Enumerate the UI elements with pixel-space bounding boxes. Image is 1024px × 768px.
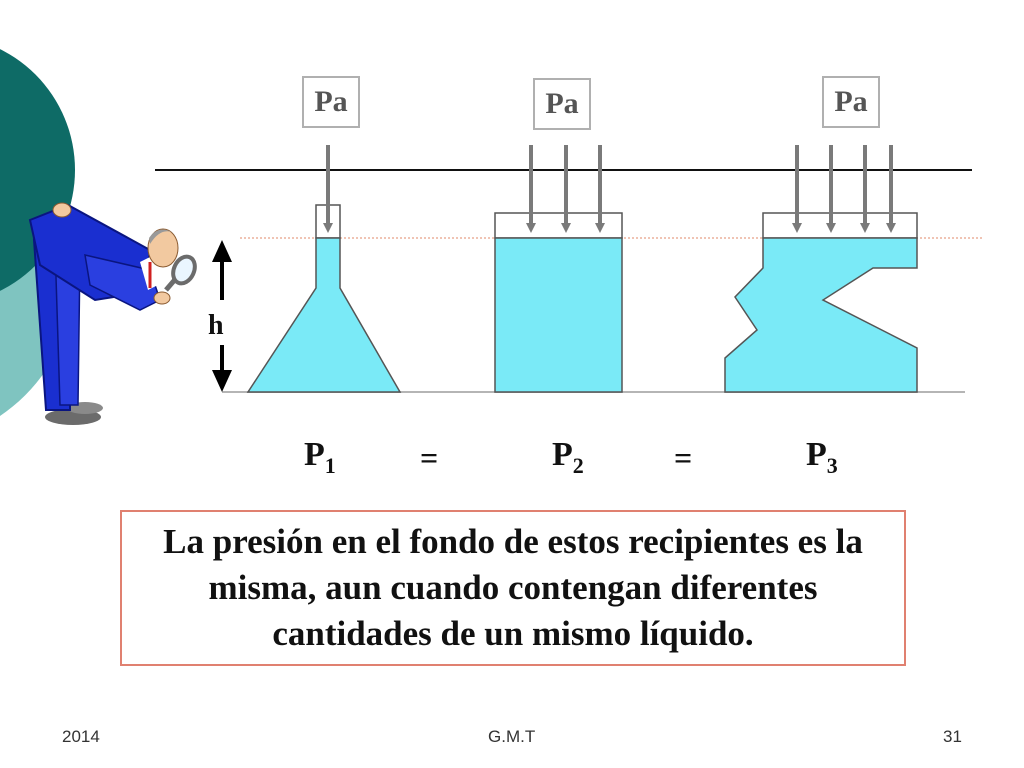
pressure-label-2: Pa (533, 78, 591, 130)
equals-sign-2: = (674, 440, 693, 476)
p2-subscript: 2 (572, 453, 584, 478)
caption-text: La presión en el fondo de estos recipien… (163, 522, 863, 653)
pressure-arrows-2 (526, 145, 605, 233)
footer-page-number: 31 (943, 727, 962, 746)
p2-letter: P (552, 436, 573, 473)
container-1 (246, 204, 402, 393)
container-3 (724, 212, 918, 393)
p3-letter: P (806, 436, 827, 473)
inspector-illustration (28, 202, 197, 425)
container-2 (494, 212, 623, 393)
p1-letter: P (304, 436, 325, 473)
footer-year: 2014 (62, 727, 100, 746)
p3-label: P3 (806, 436, 838, 479)
p3-subscript: 3 (826, 453, 838, 478)
height-label: h (208, 310, 224, 341)
pressure-label-3: Pa (822, 76, 880, 128)
equals-sign-1: = (420, 440, 439, 476)
pressure-arrows-3 (792, 145, 896, 233)
caption-box: La presión en el fondo de estos recipien… (120, 510, 906, 666)
height-arrow (212, 240, 232, 392)
p1-label: P1 (304, 436, 336, 479)
footer-author: G.M.T (488, 727, 536, 746)
p2-label: P2 (552, 436, 584, 479)
p1-subscript: 1 (324, 453, 336, 478)
pressure-label-1: Pa (302, 76, 360, 128)
